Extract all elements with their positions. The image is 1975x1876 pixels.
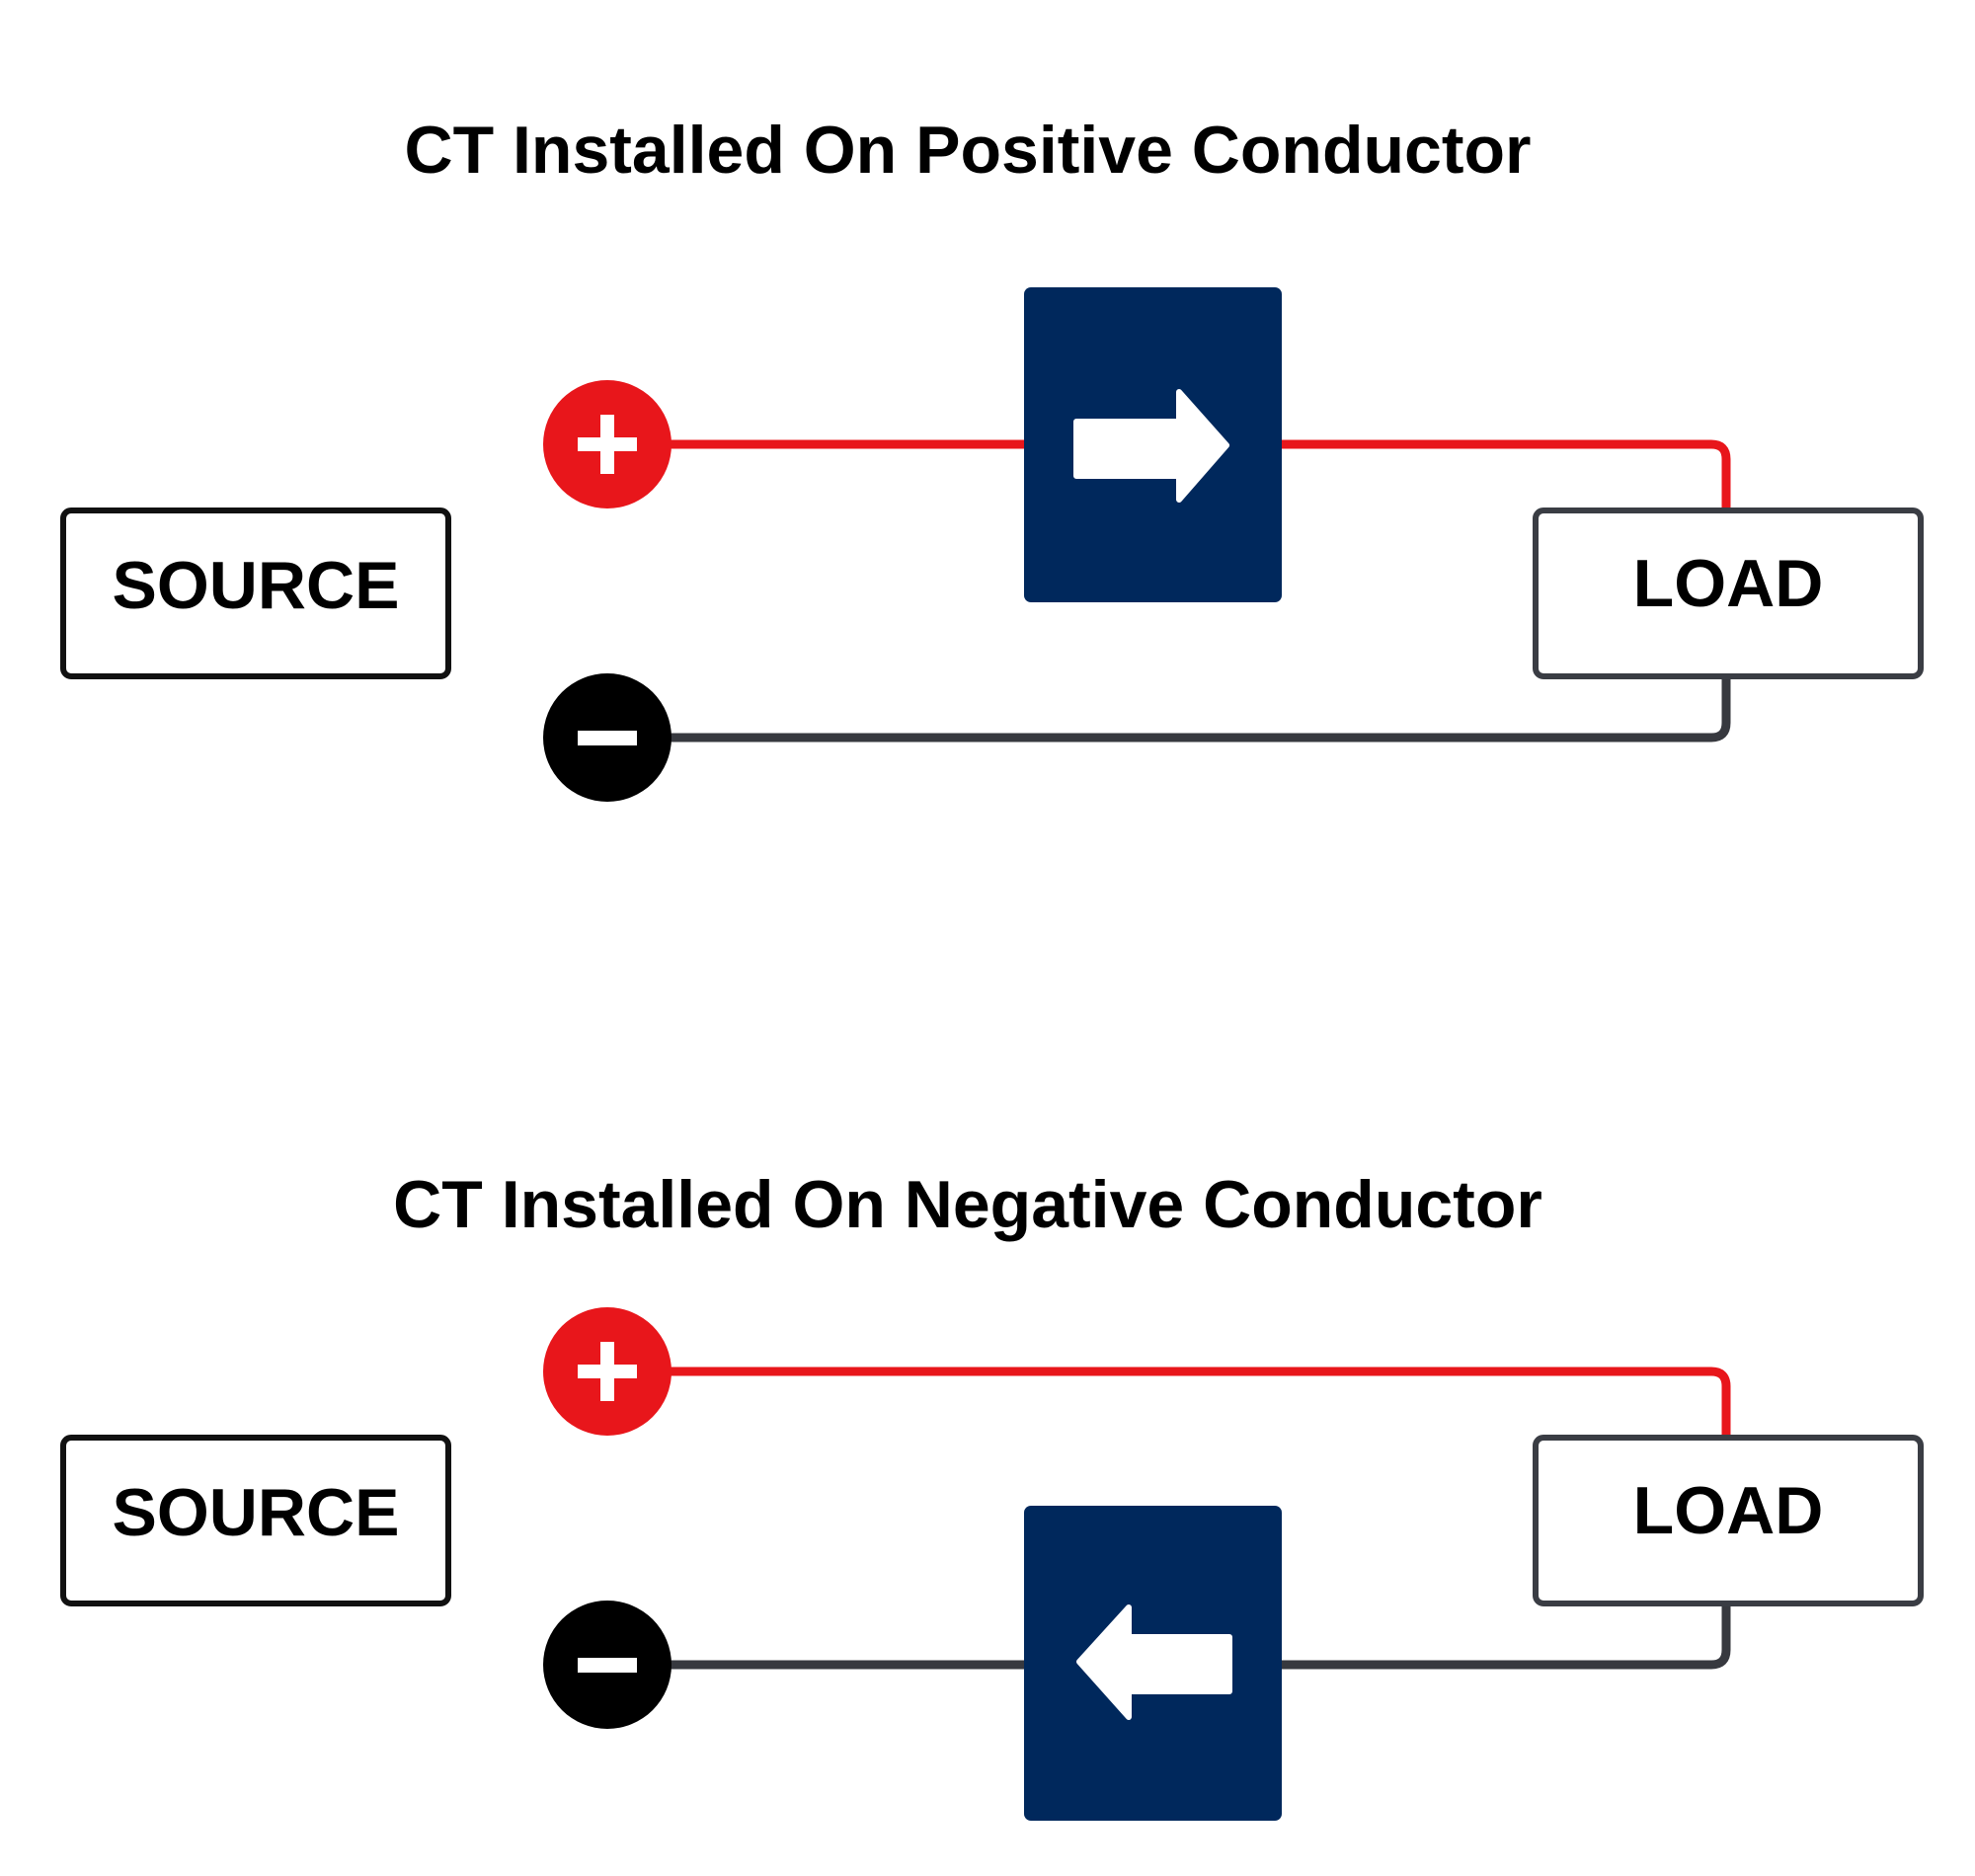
- plus-terminal-icon: [543, 380, 672, 508]
- diagram-title: CT Installed On Positive Conductor: [405, 113, 1532, 188]
- load-box: LOAD: [1533, 508, 1924, 679]
- source-label: SOURCE: [113, 548, 400, 623]
- diagram-title: CT Installed On Negative Conductor: [393, 1167, 1542, 1242]
- load-label: LOAD: [1633, 546, 1824, 621]
- load-box: LOAD: [1533, 1435, 1924, 1606]
- diagram-positive: CT Installed On Positive Conductor SOURC…: [60, 113, 1924, 802]
- source-box: SOURCE: [60, 1435, 451, 1606]
- source-label: SOURCE: [113, 1475, 400, 1550]
- positive-wire: [604, 439, 1731, 511]
- load-label: LOAD: [1633, 1473, 1824, 1548]
- plus-terminal-icon: [543, 1307, 672, 1436]
- minus-terminal-icon: [543, 673, 672, 802]
- negative-wire: [604, 677, 1731, 743]
- minus-terminal-icon: [543, 1601, 672, 1729]
- current-transformer: [1024, 287, 1282, 602]
- positive-wire: [604, 1367, 1731, 1439]
- diagram-negative: CT Installed On Negative Conductor SOURC…: [60, 1167, 1924, 1821]
- arrow-left-icon: [1076, 1604, 1232, 1720]
- arrow-right-icon: [1073, 389, 1229, 503]
- negative-wire: [604, 1604, 1731, 1670]
- current-transformer: [1024, 1506, 1282, 1821]
- source-box: SOURCE: [60, 508, 451, 679]
